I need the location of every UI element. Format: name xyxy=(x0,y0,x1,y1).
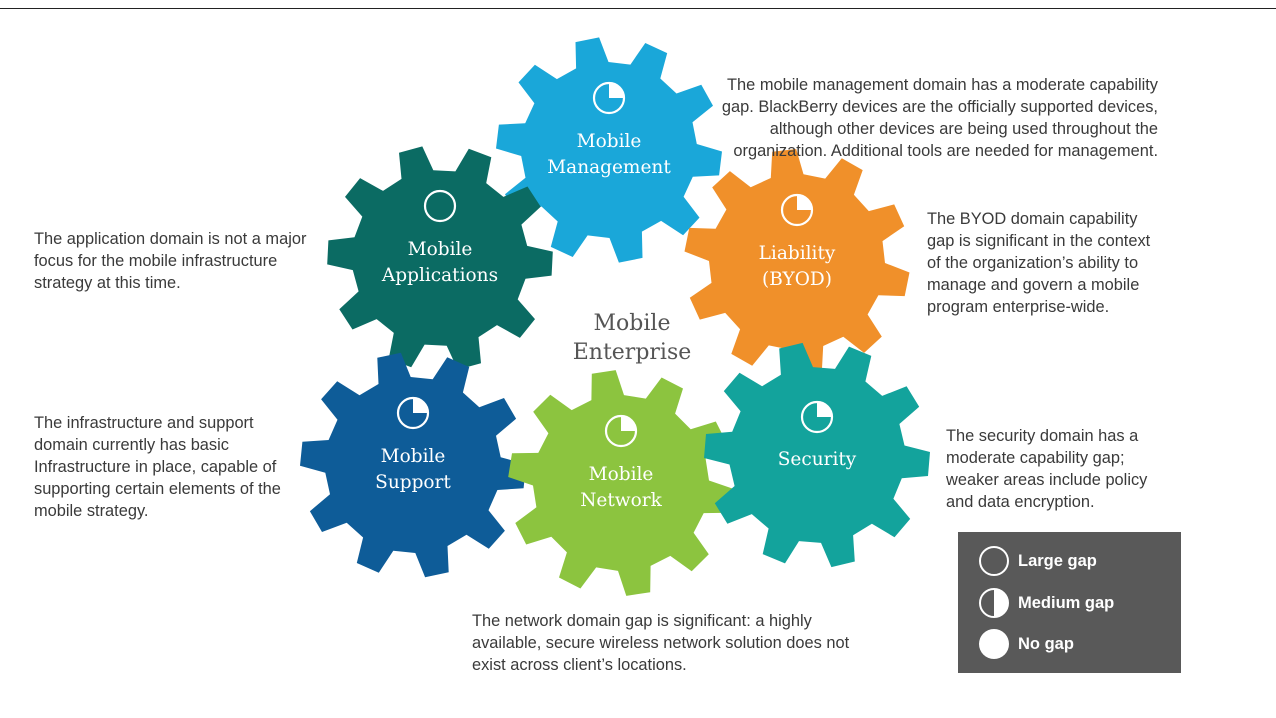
liability-description: The BYOD domain capability gap is signif… xyxy=(927,210,1151,316)
gear-title-support-1: Mobile xyxy=(381,446,446,467)
medium-gap-icon xyxy=(396,396,430,430)
gear-title-liability-1: Liability xyxy=(759,243,836,264)
gear-title-applications-1: Mobile xyxy=(408,239,473,260)
gear-shape xyxy=(327,146,553,370)
gear-title-network-1: Mobile xyxy=(589,464,654,485)
legend-item-medium-gap: Medium gap xyxy=(978,587,1114,619)
legend: Large gap Medium gap No gap xyxy=(958,532,1181,673)
medium-gap-icon xyxy=(604,414,638,448)
legend-label-large-gap: Large gap xyxy=(1018,551,1097,570)
gear-shape xyxy=(496,37,722,263)
center-label-line-1: Mobile xyxy=(594,311,671,336)
network-description: The network domain gap is significant: a… xyxy=(472,612,850,674)
gear-shape xyxy=(300,352,526,578)
gear-title-management-2: Management xyxy=(547,157,671,178)
security-description: The security domain has a moderate capab… xyxy=(946,427,1148,511)
legend-label-medium-gap: Medium gap xyxy=(1018,593,1115,612)
medium-gap-icon xyxy=(780,193,814,227)
large-gap-icon xyxy=(979,546,1009,576)
top-rule xyxy=(0,8,1276,9)
medium-gap-icon xyxy=(979,588,1009,618)
gear-title-support-2: Support xyxy=(375,472,451,493)
gear-title-network-2: Network xyxy=(580,490,662,511)
medium-gap-icon xyxy=(800,400,834,434)
gear-shape xyxy=(508,370,734,596)
applications-description: The application domain is not a major fo… xyxy=(34,230,307,292)
gear-title-applications-2: Applications xyxy=(381,265,498,286)
gear-title-security-1: Security xyxy=(778,449,857,470)
no-gap-icon xyxy=(979,629,1009,659)
gear-shape xyxy=(704,342,930,568)
gear-title-management-1: Mobile xyxy=(577,131,642,152)
medium-gap-icon xyxy=(592,81,626,115)
gear-security: Security xyxy=(704,342,930,568)
large-gap-icon xyxy=(423,189,457,223)
management-description: The mobile management domain has a moder… xyxy=(721,76,1158,160)
legend-item-no-gap: No gap xyxy=(978,628,1074,660)
legend-label-no-gap: No gap xyxy=(1018,634,1074,653)
gear-title-liability-2: (BYOD) xyxy=(762,269,832,290)
center-label-line-2: Enterprise xyxy=(573,340,692,365)
support-description: The infrastructure and support domain cu… xyxy=(34,414,281,520)
gear-liability: Liability (BYOD) xyxy=(684,149,910,375)
gear-shape xyxy=(684,149,910,375)
legend-item-large-gap: Large gap xyxy=(978,545,1097,577)
